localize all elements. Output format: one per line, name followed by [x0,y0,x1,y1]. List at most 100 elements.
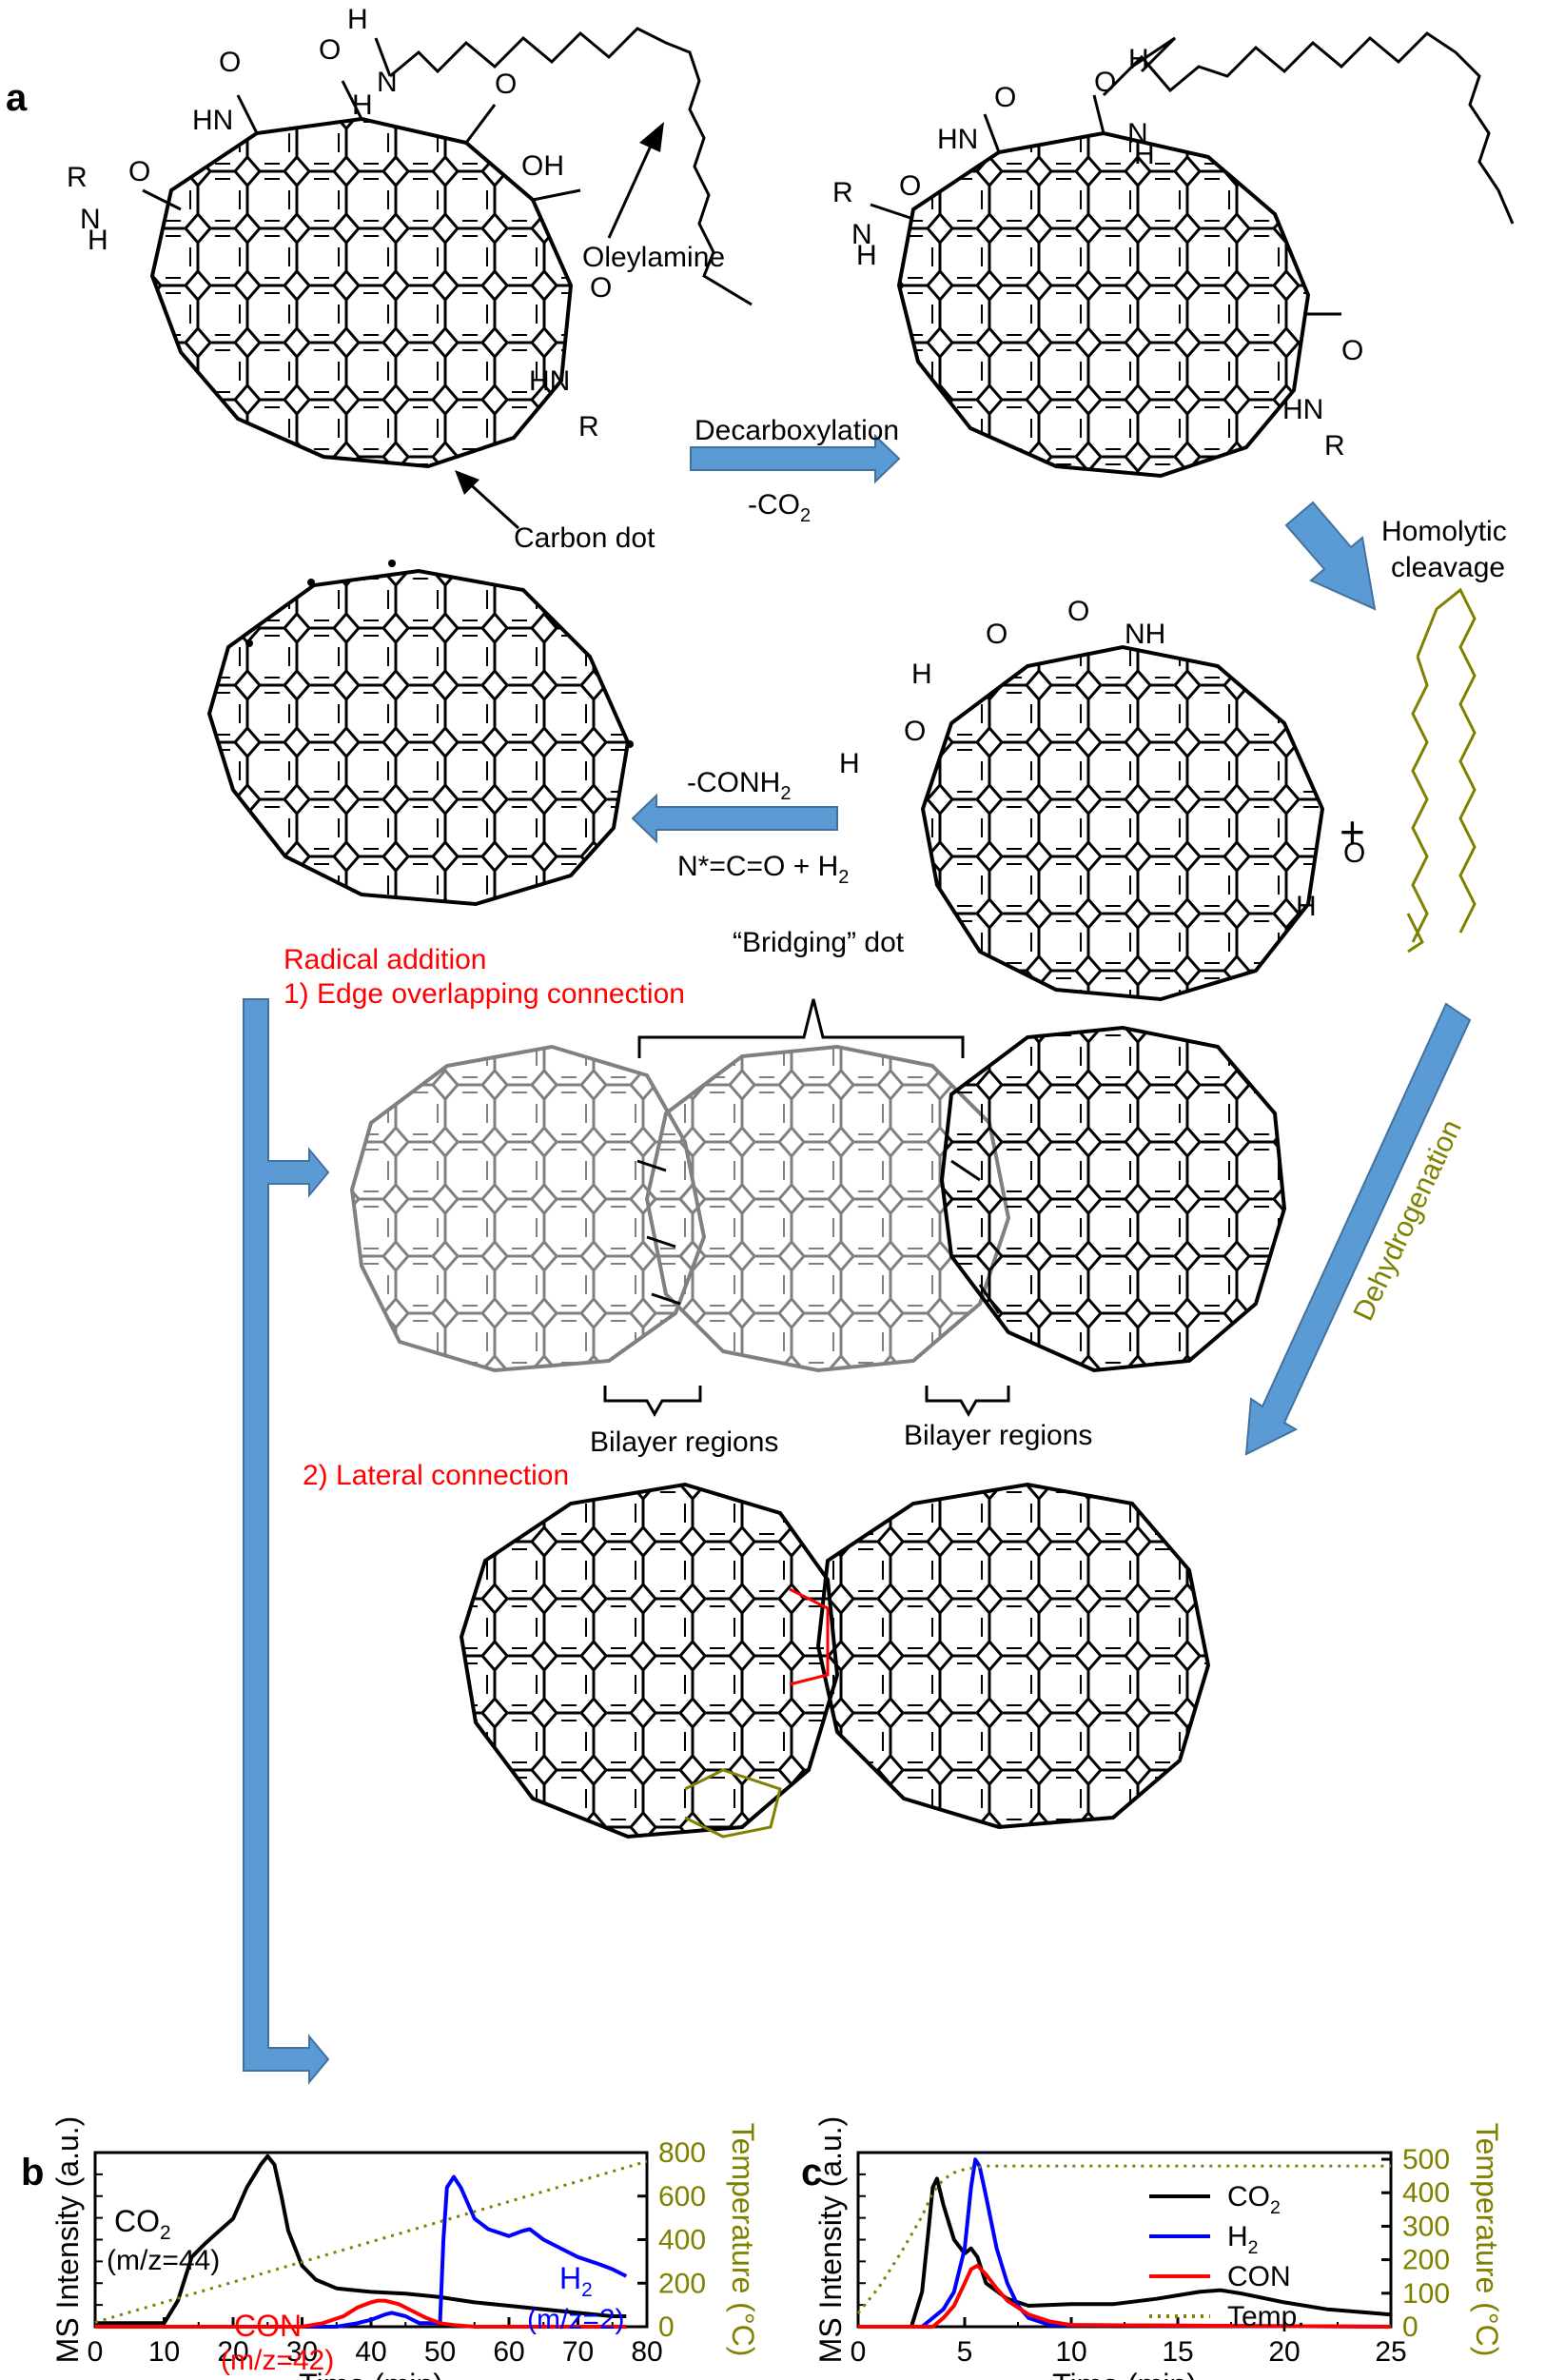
y2-tick-label: 100 [1402,2278,1450,2310]
y2-tick-label: 500 [1402,2144,1450,2175]
lateral-connection-label: 2) Lateral connection [303,1460,569,1491]
group-h2n-3: H [1296,891,1317,922]
homolytic-label-1: Homolytic [1381,516,1507,547]
annotation-con-mz: (m/z=42) [221,2345,334,2376]
group-hn-4: HN [1282,394,1323,425]
annotation-h2-mz: (m/z=2) [527,2304,625,2335]
group-r-3: R [832,177,853,208]
series-line-2 [858,2263,1392,2329]
y2-axis-label: Temperature (°C) [1470,2123,1504,2357]
group-o-3: O [495,69,517,100]
x-tick-label: 5 [957,2336,973,2368]
oleylamine-arrowhead [639,122,664,152]
panel-c-label: c [801,2152,822,2193]
dehydrogenation-arrow[interactable] [1244,1002,1472,1456]
x-tick-label: 20 [1268,2336,1300,2368]
minus-co2-label: -CO2 [748,489,811,526]
group-h-2: H [352,89,373,121]
group-r-4: R [1324,430,1345,462]
series-line-1 [95,2174,628,2329]
y2-tick-label: 200 [1402,2245,1450,2276]
group-o-12: O [904,716,926,747]
bilayer-right-label: Bilayer regions [904,1420,1092,1451]
octadecene-chain [1406,587,1477,954]
y2-tick-label: 0 [658,2311,675,2343]
y-axis-label: MS Intensity (a.u.) [813,2116,848,2364]
bridging-dot-label: “Bridging” dot [733,927,905,958]
conh2-elimination-arrow[interactable] [631,793,838,844]
lateral-structure [459,1482,1211,1839]
panel-a-label: a [6,77,28,119]
group-h2n: H [911,659,932,690]
homolytic-cleavage-arrow[interactable] [1284,501,1377,611]
group-o-2: O [319,34,341,66]
y2-tick-label: 200 [658,2268,706,2299]
radical-addition-path[interactable] [243,998,330,2085]
bridging-brace [637,998,965,1058]
edge-overlap-label: 1) Edge overlapping connection [284,978,685,1010]
x-axis-label: Time (min) [1052,2368,1197,2380]
group-hn-3: HN [937,124,978,155]
legend-label-2: CON [1227,2261,1291,2292]
carbon-dot-arrowhead [455,470,479,495]
x-axis-label: Time (min) [299,2368,443,2380]
bilayer-structure [349,1025,1287,1373]
homolytic-label-2: cleavage [1391,552,1505,583]
group-n-2: N [80,204,101,235]
bilayer-brace-right [925,1386,1010,1418]
carbon-dot-label: Carbon dot [514,522,655,554]
nco-h2-label: N*=C=O + H2 [677,851,849,888]
panel-b-label: b [21,2152,44,2193]
x-tick-label: 80 [631,2336,662,2368]
x-tick-label: 30 [286,2336,318,2368]
radical-carbon-dot [206,560,634,907]
annotation-co2-mz: (m/z=44) [107,2245,220,2276]
group-n-4: N [851,219,872,250]
x-tick-label: 10 [1055,2336,1086,2368]
group-hn: HN [192,105,233,136]
radical-addition-label: Radical addition [284,944,486,975]
y2-tick-label: 800 [658,2137,706,2169]
bilayer-brace-left [603,1386,702,1418]
series-line-3 [856,2164,1391,2314]
group-o-10: O [1067,596,1089,627]
x-tick-label: 50 [424,2336,456,2368]
legend-label-0: CO2 [1227,2181,1281,2218]
x-tick-label: 20 [217,2336,248,2368]
amide-carbon-dot: O NH O H O H O H [839,596,1365,1002]
group-o-7: O [994,82,1016,113]
annotation-con: CON [234,2309,302,2343]
carbon-dot-molecule-1: HN O O H H N O OH R N H O O HN R [67,4,753,469]
decarboxylation-arrow[interactable] [690,433,901,484]
x-tick-label: 10 [148,2336,180,2368]
oleylamine-arrow [607,132,658,239]
group-o-6: O [1094,67,1116,98]
x-tick-label: 15 [1162,2336,1193,2368]
series-line-2 [95,2298,627,2329]
y2-tick-label: 300 [1402,2211,1450,2242]
series-line-3 [94,2159,648,2324]
group-o-1: O [219,47,241,78]
y-axis-label: MS Intensity (a.u.) [50,2116,85,2364]
chart-b: 010203040506070800200400600800Time (min)… [50,2116,760,2380]
group-r-2: R [578,411,599,443]
chart-c: 05101520250100200300400500Time (min)MS I… [813,2116,1504,2380]
group-hn-2: HN [529,365,570,397]
y2-tick-label: 400 [658,2225,706,2256]
y2-axis-label: Temperature (°C) [726,2123,760,2357]
x-tick-label: 40 [355,2336,386,2368]
group-o-4: O [128,156,150,187]
x-tick-label: 0 [88,2336,104,2368]
group-h-6: H [856,240,877,271]
plus-sign: + [1340,807,1365,856]
annotation-co2: CO2 [114,2204,171,2244]
carbon-dot-arrow [464,479,520,530]
series-line-0 [858,2176,1392,2329]
group-h-3: H [88,225,108,256]
legend-label-3: Temp. [1227,2301,1305,2332]
y2-tick-label: 600 [658,2181,706,2213]
group-o-11: O [986,619,1007,650]
group-r-1: R [67,162,88,193]
carbon-dot-molecule-2: H O N H HN O R N H O O HN R [832,31,1515,479]
group-h-4: H [1128,44,1149,75]
